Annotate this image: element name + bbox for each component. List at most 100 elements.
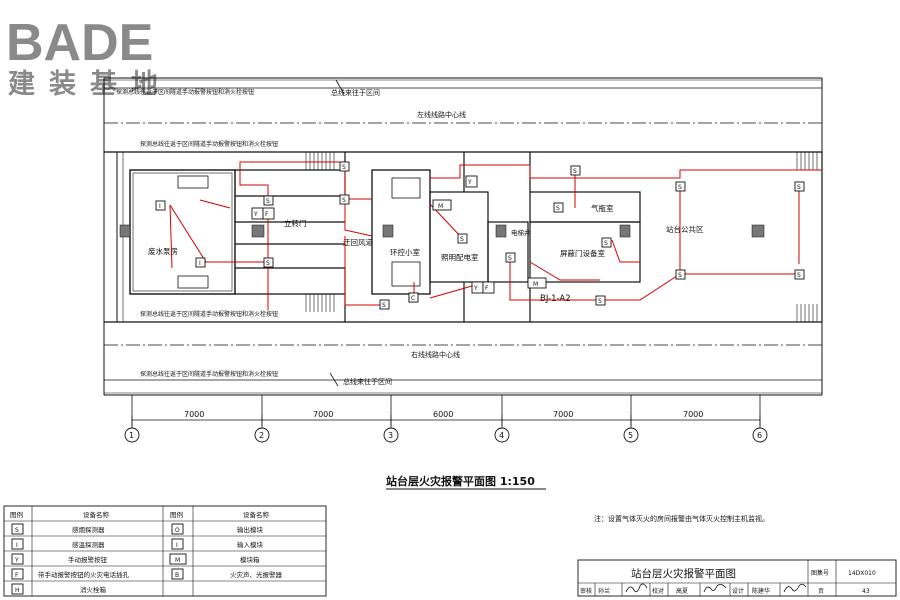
svg-text:C: C (411, 295, 415, 302)
smoke-detector: S (553, 202, 564, 213)
svg-text:火灾声、光报警器: 火灾声、光报警器 (230, 570, 283, 579)
titleblock-page-label: 页 (818, 588, 824, 595)
module-box: M (527, 277, 547, 289)
trunk-line-top: 总线来往于区间 (104, 79, 822, 97)
titleblock-atlas-no: 14DX010 (848, 570, 876, 577)
smoke-detector: S (601, 237, 612, 248)
svg-text:S: S (797, 184, 801, 191)
svg-text:I: I (176, 542, 178, 549)
leader-lower-mid: 探测总线往返于区间隧道手动报警按钮和消火栓按钮 (140, 310, 278, 318)
svg-text:5: 5 (628, 431, 633, 440)
drawing-title-text: 站台层火灾报警平面图 1:150 (386, 474, 535, 488)
svg-text:输入模块: 输入模块 (237, 540, 264, 549)
svg-text:H: H (15, 587, 20, 594)
smoke-detector: S (339, 194, 350, 205)
dimension-line: 7000 7000 6000 7000 7000 (131, 395, 761, 428)
span-3: 6000 (433, 410, 453, 419)
legend-head-symbol: 图例 (10, 510, 23, 519)
logo-latin: BADE (6, 14, 153, 72)
devices: S S S S S C S S S S S S S S S S I I Y Y … (155, 161, 805, 310)
right-centerline-label: 右线线路中心线 (411, 350, 460, 359)
room-vertical-shaft: 立转门 (284, 218, 307, 228)
logo: BADE 建装基地 (6, 14, 158, 100)
left-centerline-label: 左线线路中心线 (417, 110, 466, 119)
smoke-detector: S (263, 195, 274, 206)
smoke-detector: S (675, 269, 686, 280)
svg-text:1: 1 (129, 431, 134, 440)
svg-text:S: S (342, 164, 346, 171)
leader-mid-left: 探测总线往返于区间隧道手动报警按钮和消火栓按钮 (140, 140, 278, 148)
room-return-duct: 迂回风道 (343, 237, 373, 247)
input-module: I (155, 200, 166, 211)
left-track-centerline: 左线线路中心线 (104, 110, 822, 124)
titleblock-check-label: 校对 (652, 587, 664, 595)
column-axis-5 (619, 224, 631, 238)
axis-bubble: 4 (494, 427, 510, 443)
smoke-detector: S (675, 181, 686, 192)
svg-text:6: 6 (757, 431, 762, 440)
columns (119, 224, 765, 238)
svg-text:S: S (573, 168, 577, 175)
room-elevator: 电梯井 (511, 228, 531, 237)
smoke-detector: S (595, 295, 606, 306)
module-box: C (408, 292, 419, 303)
titleblock-review-name: 孙兰 (598, 587, 610, 595)
design-signature (783, 583, 807, 593)
svg-text:I: I (199, 260, 201, 267)
svg-text:S: S (266, 198, 270, 205)
stair-top-left (305, 152, 335, 170)
svg-text:输出模块: 输出模块 (237, 525, 264, 534)
legend-row: Y 手动报警按钮 M 模块箱 (11, 553, 260, 565)
trunk-label-top: 总线来往于区间 (331, 88, 380, 97)
column-axis-2 (251, 224, 265, 238)
svg-text:S: S (556, 205, 560, 212)
svg-text:S: S (15, 527, 19, 534)
svg-text:I: I (159, 203, 161, 210)
stair-bottom-left (305, 294, 335, 312)
ring-control-equipment (177, 175, 421, 289)
svg-text:感烟探测器: 感烟探测器 (72, 525, 105, 534)
svg-text:S: S (460, 236, 464, 243)
svg-text:Y: Y (253, 211, 258, 218)
smoke-detector: S (379, 299, 390, 310)
stairs (305, 152, 818, 322)
leader-top-left: 探测总线往返于区间隧道手动报警按钮和消火栓按钮 (116, 88, 254, 96)
titleblock-design-name: 陈建华 (752, 587, 770, 595)
titleblock-title: 站台层火灾报警平面图 (631, 567, 736, 580)
svg-text:F: F (485, 285, 489, 292)
titleblock-check-name: 高夏 (676, 587, 688, 595)
axis-bubble: 2 (254, 427, 270, 443)
smoke-detector: S (339, 161, 350, 172)
trunk-line-bottom: 总线来往于区间 (104, 372, 822, 387)
column-axis-6 (751, 224, 765, 238)
smoke-detector: S (570, 165, 581, 176)
span-1: 7000 (184, 410, 204, 419)
note-text: 注：设置气体灭火的房间报警由气体灭火控制主机监视。 (594, 514, 769, 523)
module-tag: BJ-1-A2 (540, 294, 571, 304)
svg-text:S: S (382, 302, 386, 309)
stair-bottom-right (796, 304, 818, 322)
smoke-detector: S (794, 181, 805, 192)
svg-text:Y: Y (14, 557, 19, 564)
drawing-title: 站台层火灾报警平面图 1:150 (386, 474, 546, 490)
span-5: 7000 (683, 410, 703, 419)
svg-text:S: S (266, 260, 270, 267)
titleblock-atlas-label: 图集号 (811, 569, 829, 577)
column-axis-4 (495, 224, 507, 238)
station-walls (104, 151, 823, 323)
check-signature (703, 584, 727, 593)
axis-bubble: 5 (623, 427, 639, 443)
room-gas-bottle: 气瓶室 (591, 203, 614, 213)
room-pump: 废水泵房 (148, 246, 178, 256)
leader-bottom-left: 探测总线往返于区间隧道手动报警按钮和消火栓按钮 (140, 370, 278, 378)
titleblock-design-label: 设计 (732, 587, 744, 595)
right-track-centerline: 右线线路中心线 (104, 344, 822, 359)
room-shield-door: 屏蔽门设备室 (560, 248, 605, 258)
svg-text:F: F (15, 572, 19, 579)
manual-alarm-button: Y (251, 207, 264, 220)
svg-text:S: S (678, 184, 682, 191)
span-2: 7000 (313, 410, 333, 419)
module-box: M (432, 199, 452, 211)
legend-head-name: 设备名称 (83, 510, 110, 519)
